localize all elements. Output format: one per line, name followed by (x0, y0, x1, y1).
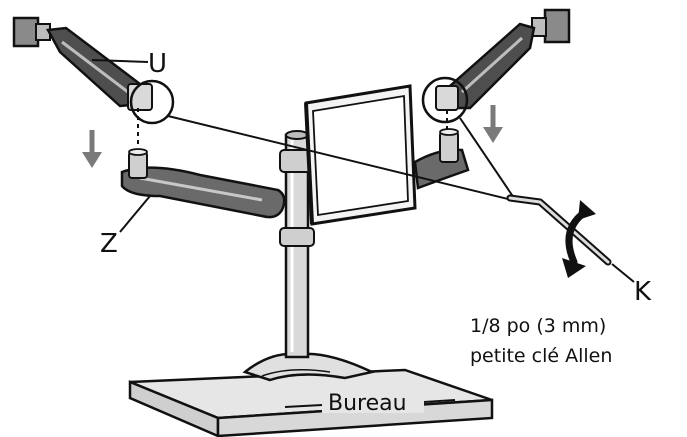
upper-right-arm (435, 8, 571, 111)
desk (128, 368, 494, 437)
down-arrow-icon (483, 105, 503, 143)
leader-line-right (459, 117, 515, 199)
stand-pole (279, 130, 315, 359)
leader-line-k (611, 263, 635, 283)
allen-key (506, 194, 612, 266)
down-arrow-icon (82, 130, 102, 168)
rotate-arrow-icon (562, 200, 596, 278)
lower-right-arm (413, 128, 470, 190)
detail-circle-left (129, 79, 175, 125)
leader-line-left (167, 115, 513, 201)
label-z: Z (100, 229, 118, 259)
stand-base (242, 352, 376, 382)
detail-circle-right (421, 76, 469, 124)
desk-label-text: Bureau (328, 391, 407, 416)
label-u: U (148, 49, 167, 79)
lower-left-arm (120, 148, 286, 219)
leader-line-u (91, 59, 149, 63)
leader-line-z (119, 195, 151, 233)
center-monitor (304, 84, 417, 226)
label-tool-name: petite clé Allen (470, 345, 612, 367)
label-k: K (634, 277, 652, 307)
label-tool-size: 1/8 po (3 mm) (470, 315, 606, 337)
desk-label: Bureau (284, 387, 456, 416)
